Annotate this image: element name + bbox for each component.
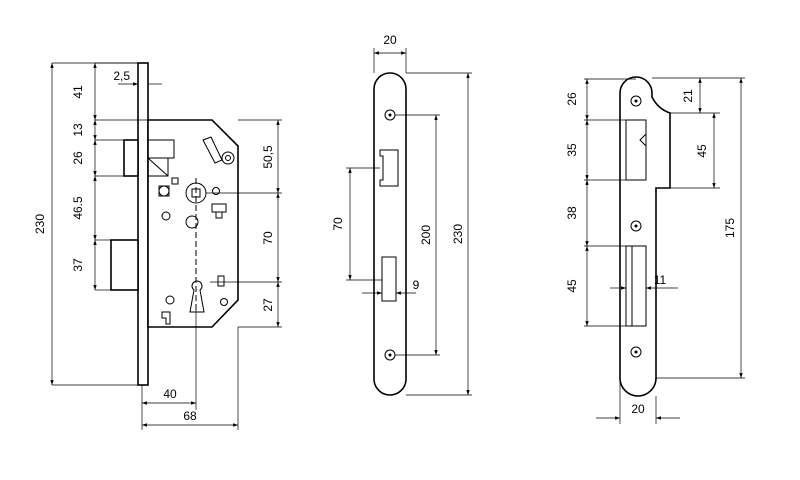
dim-faceplate-thickness: 2,5 [113, 69, 130, 83]
dim-key-to-bottom: 27 [261, 298, 275, 312]
latch-spring [147, 157, 169, 177]
screw-c [185, 215, 199, 229]
lock-faceplate [137, 62, 149, 386]
dim-backset: 40 [163, 387, 177, 401]
dim-latch-top: 13 [71, 123, 85, 137]
dim-case-depth: 68 [183, 409, 197, 423]
dim-strike-lip-height: 45 [695, 144, 709, 158]
lock-body-view: 2,5 41 13 26 46.5 37 230 50,5 70 27 40 6… [33, 62, 282, 430]
dim-spindle-to-top: 50,5 [261, 145, 275, 169]
dim-screw-pitch: 200 [419, 225, 433, 245]
dim-faceplate-width: 20 [383, 33, 397, 47]
faceplate-bolt-opening [381, 256, 397, 302]
faceplate-plate [373, 72, 407, 396]
dim-top-offset: 41 [71, 85, 85, 99]
dim-strike-opening-width: 11 [654, 273, 667, 287]
deadbolt [110, 239, 139, 291]
dim-strike-bolt-opening: 45 [565, 279, 579, 293]
dim-strike-width: 20 [631, 402, 645, 416]
dim-strike-top-offset: 26 [565, 92, 579, 106]
dim-spindle-to-bolt: 46.5 [71, 196, 85, 220]
pivot-circle [221, 151, 235, 165]
dim-bolt-width: 9 [413, 278, 420, 292]
faceplate-latch-opening [379, 149, 399, 187]
strike-bolt-opening [625, 245, 647, 327]
dim-centre-distance: 70 [261, 231, 275, 245]
latch-tongue [123, 139, 139, 177]
dim-bolt-height: 37 [71, 258, 85, 272]
faceplate-view: 20 70 200 230 9 [331, 33, 472, 396]
strike-screw-top [630, 95, 642, 107]
lock-case [147, 119, 239, 328]
dim-strike-gap: 38 [565, 206, 579, 220]
dim-strike-lip-top: 21 [681, 89, 695, 103]
dim-overall-height: 230 [33, 214, 47, 234]
screw-b [161, 211, 171, 221]
dim-strike-latch-opening: 35 [565, 143, 579, 157]
strike-plate-view: 26 35 38 45 21 45 11 175 20 [565, 76, 745, 424]
keyhole [189, 280, 205, 313]
strike-latch-opening [625, 119, 647, 181]
dim-faceplate-length: 230 [451, 224, 465, 244]
strike-screw-bottom [630, 346, 642, 358]
dim-faceplate-centre: 70 [331, 217, 345, 231]
strike-plate [619, 76, 671, 397]
strike-screw-mid [630, 220, 642, 232]
dim-strike-length: 175 [723, 218, 737, 238]
dim-latch-height: 26 [71, 151, 85, 165]
bracket-part [161, 311, 171, 325]
